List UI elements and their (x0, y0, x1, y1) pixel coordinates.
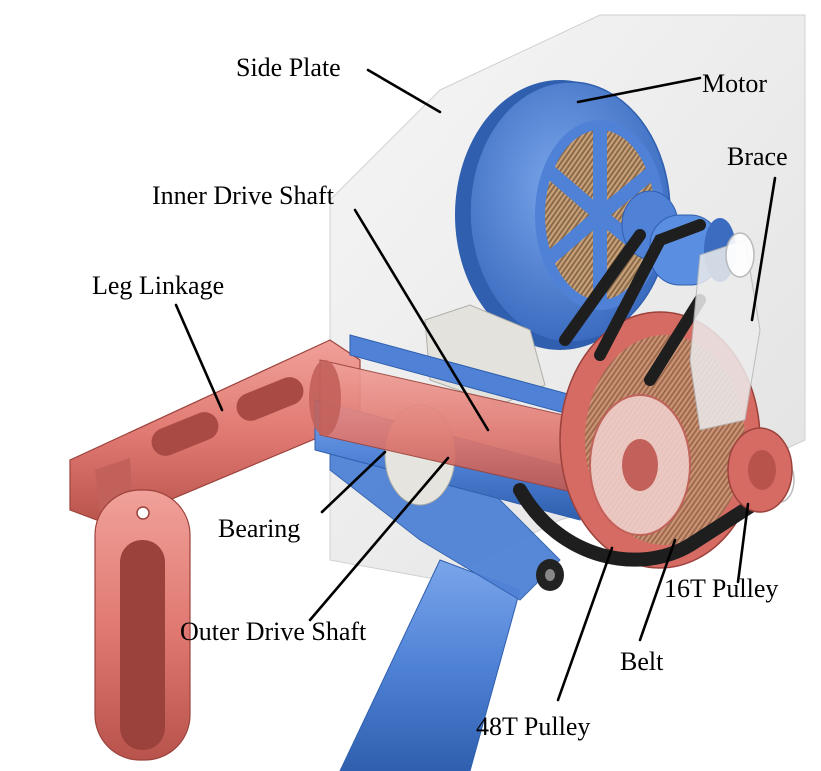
leader-48t-pulley (556, 546, 614, 702)
inner-drive-shaft (309, 359, 631, 506)
leader-side-plate (366, 68, 442, 114)
leader-brace (750, 176, 777, 322)
label-48t-pulley: 48T Pulley (476, 712, 590, 741)
label-16t-pulley: 16T Pulley (664, 574, 778, 603)
label-bearing: Bearing (218, 514, 300, 543)
pulley-16t (727, 427, 793, 513)
label-leg-linkage: Leg Linkage (92, 271, 224, 300)
label-brace: Brace (727, 142, 788, 171)
label-side-plate: Side Plate (236, 53, 341, 82)
idler-roller (536, 559, 564, 591)
label-motor: Motor (702, 69, 767, 98)
leader-inner-drive-shaft (353, 208, 490, 432)
label-inner-drive-shaft: Inner Drive Shaft (152, 181, 335, 210)
leader-lines (174, 68, 777, 702)
label-belt: Belt (620, 647, 664, 676)
belt (513, 219, 767, 567)
leader-outer-drive-shaft (308, 456, 450, 622)
leader-16t-pulley (736, 502, 750, 584)
label-outer-drive-shaft: Outer Drive Shaft (180, 617, 367, 646)
labels: Side Plate Motor Brace Inner Drive Shaft… (92, 53, 788, 741)
leader-bearing (320, 450, 387, 514)
leader-motor (576, 76, 702, 104)
leader-belt (638, 538, 677, 642)
leader-leg-linkage (174, 303, 224, 412)
leg-linkage (69, 339, 361, 761)
